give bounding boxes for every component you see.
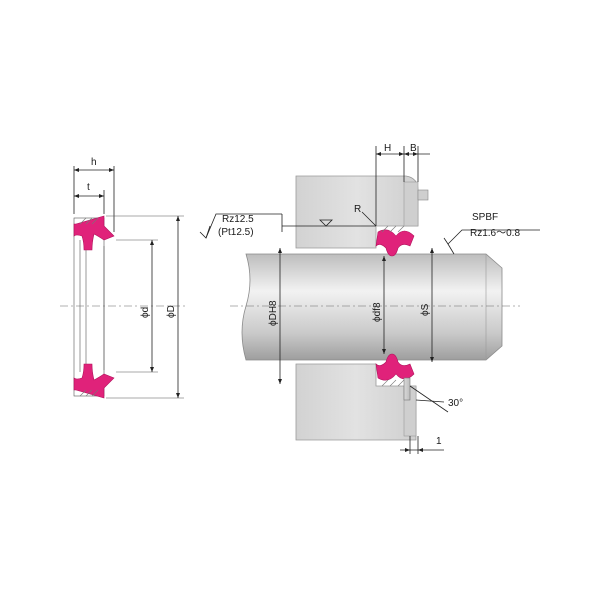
surface-finish-symbol-left [199, 213, 376, 239]
seal-installed-top-hatch [381, 225, 405, 233]
retaining-ring [403, 377, 411, 401]
chamfer-arrows [405, 448, 423, 452]
housing-upper-wall [403, 181, 419, 227]
t-label: t [87, 182, 90, 193]
chamfer-label: 1 [436, 436, 442, 447]
phi-S-label: ϕS [420, 303, 431, 316]
seal-installed-top [375, 229, 415, 257]
seal-profile-bottom [73, 363, 115, 399]
rz-main-label: Rz12.5 [222, 214, 254, 225]
phi-df8-label: ϕdf8 [372, 302, 383, 322]
seal-hatch-top [79, 217, 99, 225]
R-label: R [354, 204, 361, 215]
surface-finish-symbol-right [443, 229, 540, 255]
rod [241, 253, 503, 361]
rz-paren-label: (Pt12.5) [218, 227, 254, 238]
seal-installed-bottom-hatch [381, 379, 405, 387]
angle-leader-1 [409, 385, 449, 413]
seal-installed-bottom [375, 353, 415, 381]
h-label: h [91, 157, 97, 168]
angle-leader-2 [415, 399, 445, 403]
R-leader [361, 211, 377, 227]
seal-section-view: h t ϕd ϕD [60, 157, 186, 399]
B-arrows [404, 152, 418, 156]
spbf-label: SPBF [472, 212, 498, 223]
installation-view: H B R Rz12.5 (Pt12.5) SPBF Rz1.6～0.8 ϕDH… [199, 143, 540, 454]
rz-range-label: Rz1.6～0.8 [470, 228, 520, 239]
H-label: H [384, 143, 391, 154]
seal-profile-top [73, 215, 115, 251]
seal-hatch-bottom [79, 389, 99, 397]
phi-D-label: ϕD [166, 305, 177, 318]
B-label: B [410, 143, 417, 154]
angle-label: 30° [448, 398, 463, 409]
housing-plug [417, 189, 429, 201]
phi-d-label: ϕd [140, 307, 151, 318]
phi-DH8-label: ϕDH8 [268, 300, 279, 326]
